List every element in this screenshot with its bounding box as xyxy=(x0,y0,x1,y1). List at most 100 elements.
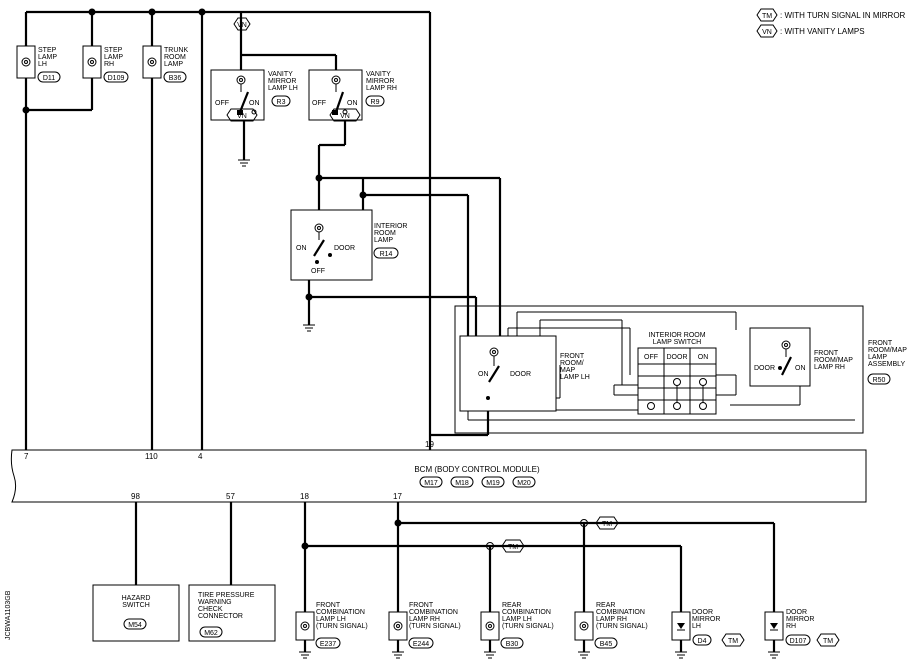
vanity-lh-off: OFF xyxy=(215,100,229,107)
conn-b36: B36 xyxy=(169,75,182,82)
step-lamp-rh-l1: STEP xyxy=(104,47,123,54)
vanity-lh-l3: LAMP LH xyxy=(268,85,298,92)
pin-110: 110 xyxy=(145,452,158,461)
vanity-lh-l2: MIRROR xyxy=(268,78,296,85)
fcomb-lh-l3: LAMP LH xyxy=(316,616,346,623)
assembly-l3: LAMP xyxy=(868,354,887,361)
assembly-l2: ROOM/MAP xyxy=(868,347,907,354)
mirror-lh-l2: MIRROR xyxy=(692,616,720,623)
map-rh-on: ON xyxy=(795,365,806,372)
map-lh-l3: MAP xyxy=(560,367,576,374)
map-lh-door: DOOR xyxy=(510,371,531,378)
conn-b45: B45 xyxy=(600,641,613,648)
vanity-lh-on: ON xyxy=(249,100,260,107)
assembly-l4: ASSEMBLY xyxy=(868,361,906,368)
map-lh-l1: FRONT xyxy=(560,353,585,360)
lamp-switch-l1: INTERIOR ROOM xyxy=(648,332,705,339)
fcomb-lh-l1: FRONT xyxy=(316,602,341,609)
component-labels: STEP LAMP LH STEP LAMP RH TRUNK ROOM LAM… xyxy=(38,47,907,630)
conn-m19: M19 xyxy=(486,480,500,487)
trunk-lamp-l1: TRUNK xyxy=(164,47,188,54)
vanity-lh-l1: VANITY xyxy=(268,71,293,78)
map-rh-door: DOOR xyxy=(754,365,775,372)
rcomb-rh-l2: COMBINATION xyxy=(596,609,645,616)
pin-17: 17 xyxy=(393,492,402,501)
assembly-l1: FRONT xyxy=(868,340,893,347)
vn-tag-vanity-rh: VN xyxy=(340,113,350,120)
vanity-rh-off: OFF xyxy=(312,100,326,107)
step-lamp-lh-l1: STEP xyxy=(38,47,57,54)
fcomb-rh-l3: LAMP RH xyxy=(409,616,440,623)
step-lamp-lh-l3: LH xyxy=(38,61,47,68)
tag-badges: VN VN VN TM TM TM TM TM : WITH TURN SIGN… xyxy=(226,8,906,647)
interior-lamp-off: OFF xyxy=(311,268,325,275)
tm-tag-lower-bus: TM xyxy=(508,544,518,551)
interior-lamp-l1: INTERIOR xyxy=(374,223,407,230)
rcomb-rh-l1: REAR xyxy=(596,602,615,609)
conn-r50: R50 xyxy=(873,377,886,384)
step-lamp-lh xyxy=(16,45,36,79)
conn-m18: M18 xyxy=(455,480,469,487)
map-rh-l1: FRONT xyxy=(814,350,839,357)
lamp-switch-l2: LAMP SWITCH xyxy=(653,339,702,346)
conn-e244: E244 xyxy=(413,641,429,648)
legend-tm-text: : WITH TURN SIGNAL IN MIRROR xyxy=(780,11,906,20)
conn-d4: D4 xyxy=(698,638,707,645)
mirror-rh-l3: RH xyxy=(786,623,796,630)
conn-m62: M62 xyxy=(204,630,218,637)
vanity-rh-l1: VANITY xyxy=(366,71,391,78)
pin-19: 19 xyxy=(425,440,434,449)
conn-r3: R3 xyxy=(277,99,286,106)
vn-tag-top: VN xyxy=(237,22,247,29)
lamp-switch-col-off: OFF xyxy=(644,354,658,361)
rcomb-lh-l2: COMBINATION xyxy=(502,609,551,616)
mirror-lh-l1: DOOR xyxy=(692,609,713,616)
trunk-room-lamp xyxy=(142,45,162,79)
conn-d11: D11 xyxy=(43,75,55,82)
map-rh-l3: LAMP RH xyxy=(814,364,845,371)
trunk-lamp-l2: ROOM xyxy=(164,54,186,61)
junction-dots xyxy=(22,8,402,550)
conn-r14: R14 xyxy=(380,251,393,258)
fcomb-rh-l1: FRONT xyxy=(409,602,434,609)
vanity-rh-l3: LAMP RH xyxy=(366,85,397,92)
hazard-l1: HAZARD xyxy=(122,595,151,602)
vn-tag-vanity-lh: VN xyxy=(237,113,247,120)
trunk-lamp-l3: LAMP xyxy=(164,61,183,68)
legend-vn-text: : WITH VANITY LAMPS xyxy=(780,27,865,36)
tm-tag-mirror-lh: TM xyxy=(728,638,738,645)
vanity-mirror-lamp-rh xyxy=(308,69,363,121)
rcomb-lh-l4: (TURN SIGNAL) xyxy=(502,623,554,630)
rcomb-lh-l3: LAMP LH xyxy=(502,616,532,623)
vanity-rh-on: ON xyxy=(347,100,358,107)
map-lh-l4: LAMP LH xyxy=(560,374,590,381)
fcomb-rh-l2: COMBINATION xyxy=(409,609,458,616)
bcm-box xyxy=(10,449,867,503)
conn-e237: E237 xyxy=(320,641,336,648)
pin-57: 57 xyxy=(226,492,235,501)
legend-vn-tag: VN xyxy=(762,29,772,36)
tm-tag-mirror-rh: TM xyxy=(823,638,833,645)
fcomb-rh-l4: (TURN SIGNAL) xyxy=(409,623,461,630)
connector-pills: D11 D109 B36 R3 R9 R14 R50 M17 M18 M19 M… xyxy=(37,71,891,649)
interior-lamp-l2: ROOM xyxy=(374,230,396,237)
pin-98: 98 xyxy=(131,492,140,501)
conn-m20: M20 xyxy=(517,480,531,487)
step-lamp-rh-l3: RH xyxy=(104,61,114,68)
bottom-wires xyxy=(134,502,776,652)
pin-18: 18 xyxy=(300,492,309,501)
tpw-l4: CONNECTOR xyxy=(198,613,243,620)
tpw-l2: WARNING xyxy=(198,599,232,606)
pin-7: 7 xyxy=(24,452,29,461)
interior-lamp-l3: LAMP xyxy=(374,237,393,244)
rcomb-rh-l3: LAMP RH xyxy=(596,616,627,623)
lamp-switch-col-on: ON xyxy=(698,354,709,361)
lamp-switch-col-door: DOOR xyxy=(667,354,688,361)
step-lamp-rh-l2: LAMP xyxy=(104,54,123,61)
side-code: JCBWA1103GB xyxy=(5,590,12,640)
pin-4: 4 xyxy=(198,452,203,461)
mirror-rh-l1: DOOR xyxy=(786,609,807,616)
legend-tm-tag: TM xyxy=(762,13,772,20)
conn-m17: M17 xyxy=(424,480,438,487)
